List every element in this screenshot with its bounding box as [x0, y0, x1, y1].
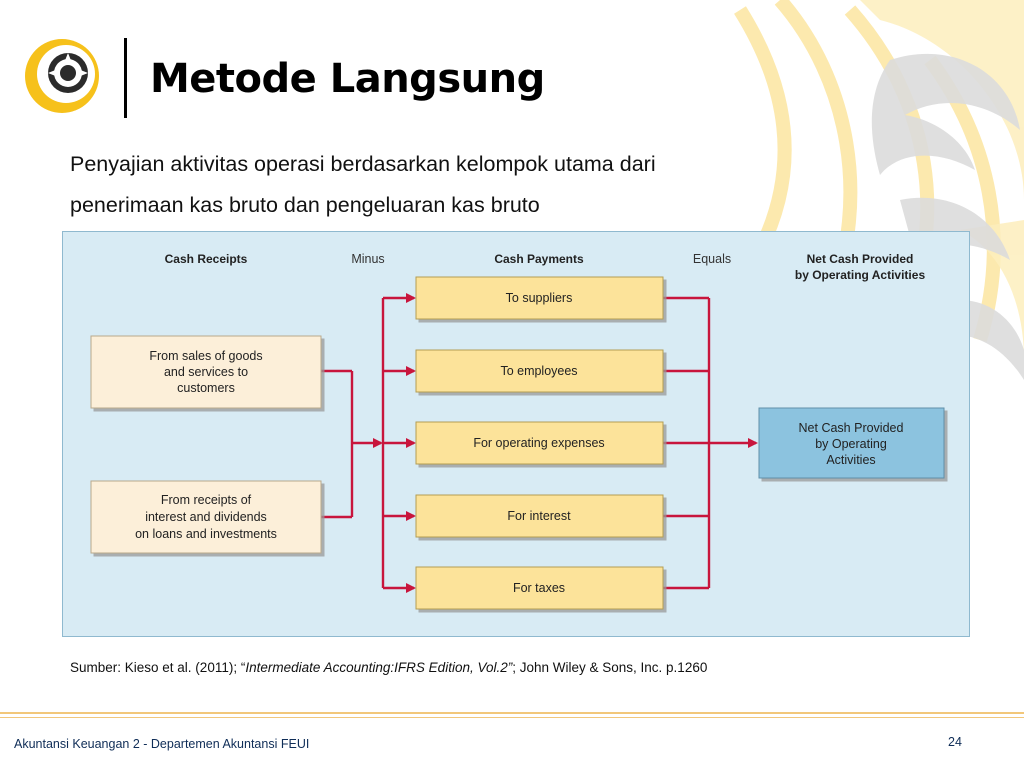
source-citation: Sumber: Kieso et al. (2011); “Intermedia… [70, 660, 707, 675]
payment-label: For interest [507, 509, 571, 523]
connector-lines [321, 293, 758, 593]
receipt-sales-line-3: customers [177, 381, 235, 395]
header-equals: Equals [693, 252, 731, 266]
footer-department: Akuntansi Keuangan 2 - Departemen Akunta… [14, 737, 310, 751]
result-line-1: Net Cash Provided [799, 421, 904, 435]
payment-box-employees: To employees [415, 349, 664, 393]
intro-line-2: penerimaan kas bruto dan pengeluaran kas… [70, 193, 540, 217]
result-box-net-cash: Net Cash Provided by Operating Activitie… [758, 407, 945, 479]
university-logo [25, 39, 99, 113]
payment-label: To suppliers [506, 291, 573, 305]
header-cash-receipts: Cash Receipts [165, 252, 248, 266]
header-cash-payments: Cash Payments [494, 252, 584, 266]
footer-rule-thin [0, 717, 1024, 718]
cash-flow-diagram: Cash Receipts Minus Cash Payments Equals… [62, 231, 970, 637]
payment-label: For taxes [513, 581, 565, 595]
receipt-sales-line-2: and services to [164, 365, 248, 379]
receipt-interest-line-2: interest and dividends [145, 510, 267, 524]
payment-box-suppliers: To suppliers [415, 276, 664, 320]
footer-rule [0, 712, 1024, 714]
title-divider [124, 38, 127, 118]
diagram-canvas: Cash Receipts Minus Cash Payments Equals… [90, 252, 945, 610]
result-line-3: Activities [826, 453, 875, 467]
receipt-box-interest-dividends: From receipts of interest and dividends … [90, 480, 322, 554]
header-net-cash-line-1: Net Cash Provided [807, 252, 914, 266]
payment-label: To employees [500, 364, 577, 378]
receipt-interest-line-1: From receipts of [161, 493, 252, 507]
intro-text: Penyajian aktivitas operasi berdasarkan … [70, 144, 830, 226]
receipt-sales-line-1: From sales of goods [149, 349, 262, 363]
intro-line-1: Penyajian aktivitas operasi berdasarkan … [70, 152, 656, 176]
source-prefix: Sumber: Kieso et al. (2011); “ [70, 660, 246, 675]
page-number: 24 [948, 735, 962, 749]
receipt-interest-line-3: on loans and investments [135, 527, 277, 541]
result-line-2: by Operating [815, 437, 887, 451]
payment-box-operating-expenses: For operating expenses [415, 421, 664, 465]
payment-label: For operating expenses [473, 436, 604, 450]
header-minus: Minus [351, 252, 384, 266]
payment-box-taxes: For taxes [415, 566, 664, 610]
source-book-title: Intermediate Accounting:IFRS Edition, Vo… [245, 660, 513, 675]
source-suffix: ; John Wiley & Sons, Inc. p.1260 [512, 660, 708, 675]
receipt-box-sales: From sales of goods and services to cust… [90, 335, 322, 409]
page-title: Metode Langsung [150, 56, 545, 102]
payment-box-interest: For interest [415, 494, 664, 538]
header-net-cash-line-2: by Operating Activities [795, 268, 926, 282]
